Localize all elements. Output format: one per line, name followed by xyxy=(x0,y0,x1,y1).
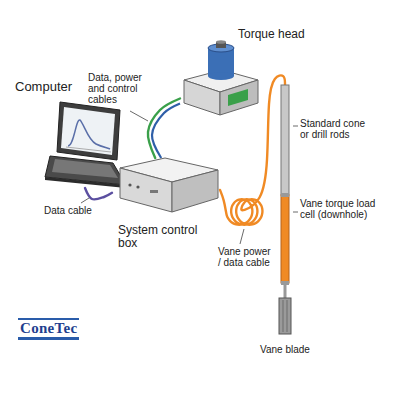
cone-rod xyxy=(281,85,289,298)
part-label: Torque head xyxy=(238,28,305,41)
device-node: Torque head xyxy=(180,40,262,118)
part-label: Vane blade xyxy=(255,344,315,355)
control-box xyxy=(120,158,218,212)
cable-label: Vane power / data cable xyxy=(218,246,274,268)
cable-label: Data, power and control cables xyxy=(88,72,160,106)
device-node: Computer xyxy=(45,100,125,188)
part-label: Computer xyxy=(15,80,72,95)
part-label: Standard cone or drill rods xyxy=(300,118,374,140)
device-node: Vane blade xyxy=(278,298,292,336)
laptop xyxy=(45,102,126,188)
cable xyxy=(220,75,285,224)
device-node: System control box xyxy=(112,158,220,216)
torque-head xyxy=(184,40,258,115)
cable xyxy=(148,99,180,159)
part-label: Vane torque load cell (downhole) xyxy=(300,198,380,220)
vane-blade xyxy=(279,298,291,334)
cable xyxy=(85,188,112,199)
device-node: Standard cone or drill rodsVane torque l… xyxy=(279,85,291,290)
cable-label: Data cable xyxy=(44,205,92,216)
part-label: System control box xyxy=(118,224,198,251)
company-logo: ConeTec xyxy=(18,318,79,340)
cable-strand xyxy=(152,104,180,159)
